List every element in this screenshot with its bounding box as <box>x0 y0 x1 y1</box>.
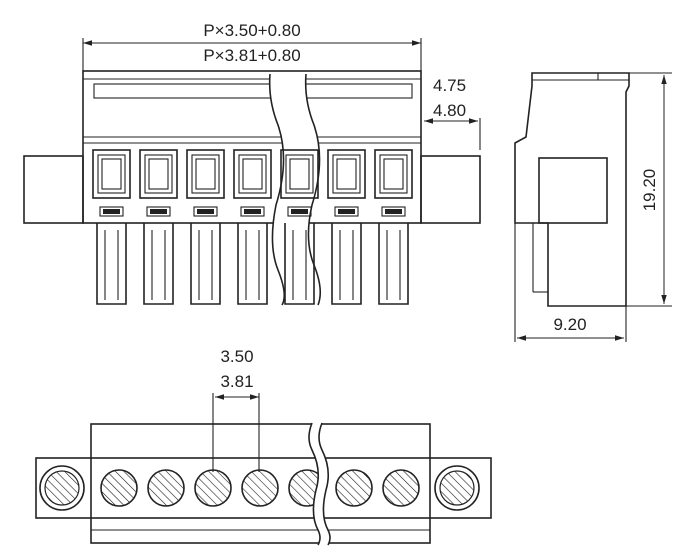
height-dimension: 19.20 <box>626 72 672 307</box>
flange-dim-label-2: 4.80 <box>433 101 466 120</box>
wire-entry-icon <box>139 149 178 305</box>
slotted-screw-icon <box>194 469 232 507</box>
housing-body <box>82 70 422 224</box>
right-flange-screw-icon <box>434 465 480 511</box>
bottom-pitch-label-2: 3.81 <box>220 372 253 391</box>
slotted-screw-icon <box>335 469 373 507</box>
front-poles <box>92 149 413 305</box>
bottom-break-line <box>308 422 331 546</box>
wire-entry-icon <box>374 149 413 305</box>
overall-width-dimension: P×3.50+0.80 P×3.81+0.80 <box>82 21 422 74</box>
bottom-view: 3.50 3.81 <box>35 347 492 546</box>
right-flange <box>420 155 481 224</box>
height-dim-label: 19.20 <box>640 169 659 212</box>
wire-entry-icon <box>327 149 366 305</box>
flange-offset-dimension: 4.75 4.80 <box>424 76 481 150</box>
front-view: P×3.50+0.80 P×3.81+0.80 4.75 4.80 <box>23 21 481 306</box>
bottom-body <box>35 423 492 544</box>
slotted-screw-icon <box>241 469 279 507</box>
slotted-screw-icon <box>147 469 185 507</box>
pitch-dimension: 3.50 3.81 <box>212 347 260 472</box>
wire-entry-icon <box>186 149 225 305</box>
slotted-screw-icon <box>100 469 138 507</box>
flange-dim-label-1: 4.75 <box>433 76 466 95</box>
bottom-pitch-label-1: 3.50 <box>220 347 253 366</box>
depth-dim-label: 9.20 <box>553 315 586 334</box>
slotted-screw-icon <box>382 469 420 507</box>
depth-dimension: 9.20 <box>514 223 627 342</box>
pitch-dim-label-2: P×3.81+0.80 <box>203 46 300 65</box>
wire-entry-icon <box>92 149 131 305</box>
pitch-dim-label-1: P×3.50+0.80 <box>203 21 300 40</box>
wire-entry-icon <box>280 149 319 305</box>
side-view: 19.20 9.20 <box>514 72 672 342</box>
left-flange <box>23 155 84 224</box>
side-profile <box>514 72 630 307</box>
left-flange-screw-icon <box>39 465 85 511</box>
wire-entry-icon <box>233 149 272 305</box>
bottom-screws <box>39 465 480 511</box>
